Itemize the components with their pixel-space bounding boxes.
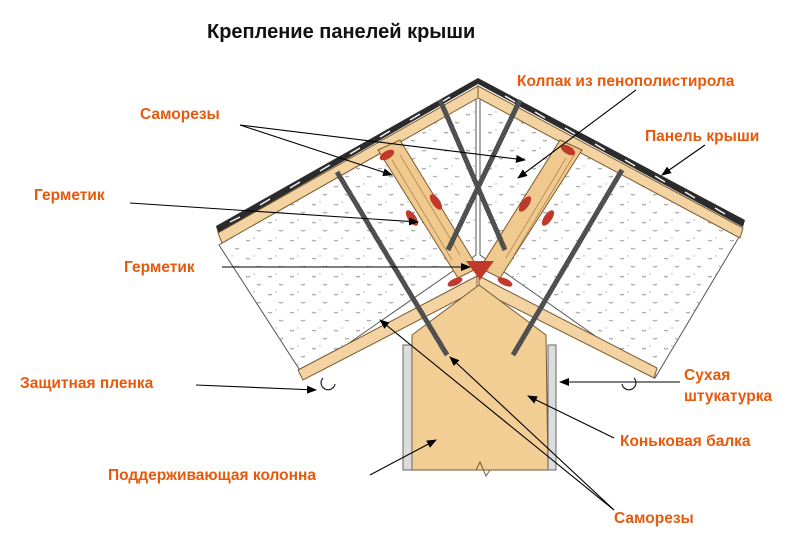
label-protective-film: Защитная пленка bbox=[20, 375, 154, 392]
right-top-skin bbox=[477, 85, 744, 239]
label-drywall-line2: штукатурка bbox=[684, 388, 773, 405]
label-sealant-left: Герметик bbox=[34, 187, 105, 204]
screws bbox=[334, 98, 625, 357]
label-roof-panel: Панель крыши bbox=[645, 128, 760, 145]
label-ridge-beam: Коньковая балка bbox=[620, 433, 751, 450]
callout-arrows bbox=[129, 89, 706, 511]
column-cut-edge bbox=[412, 460, 548, 478]
label-screws-top: Саморезы bbox=[140, 106, 220, 123]
diagram-title: Крепление панелей крыши bbox=[207, 21, 476, 43]
label-foam-cap: Колпак из пенополистирола bbox=[517, 73, 735, 90]
label-sealant-center: Герметик bbox=[124, 259, 195, 276]
roof-cover bbox=[216, 78, 745, 233]
label-screws-bottom: Саморезы bbox=[614, 510, 694, 527]
film-hook-right bbox=[621, 377, 637, 391]
label-drywall-line1: Сухая bbox=[684, 367, 731, 384]
sealant-beads bbox=[379, 144, 576, 287]
drywall-left bbox=[402, 344, 413, 471]
label-support-column: Поддерживающая колонна bbox=[108, 467, 316, 484]
film-hook-left bbox=[320, 377, 336, 391]
